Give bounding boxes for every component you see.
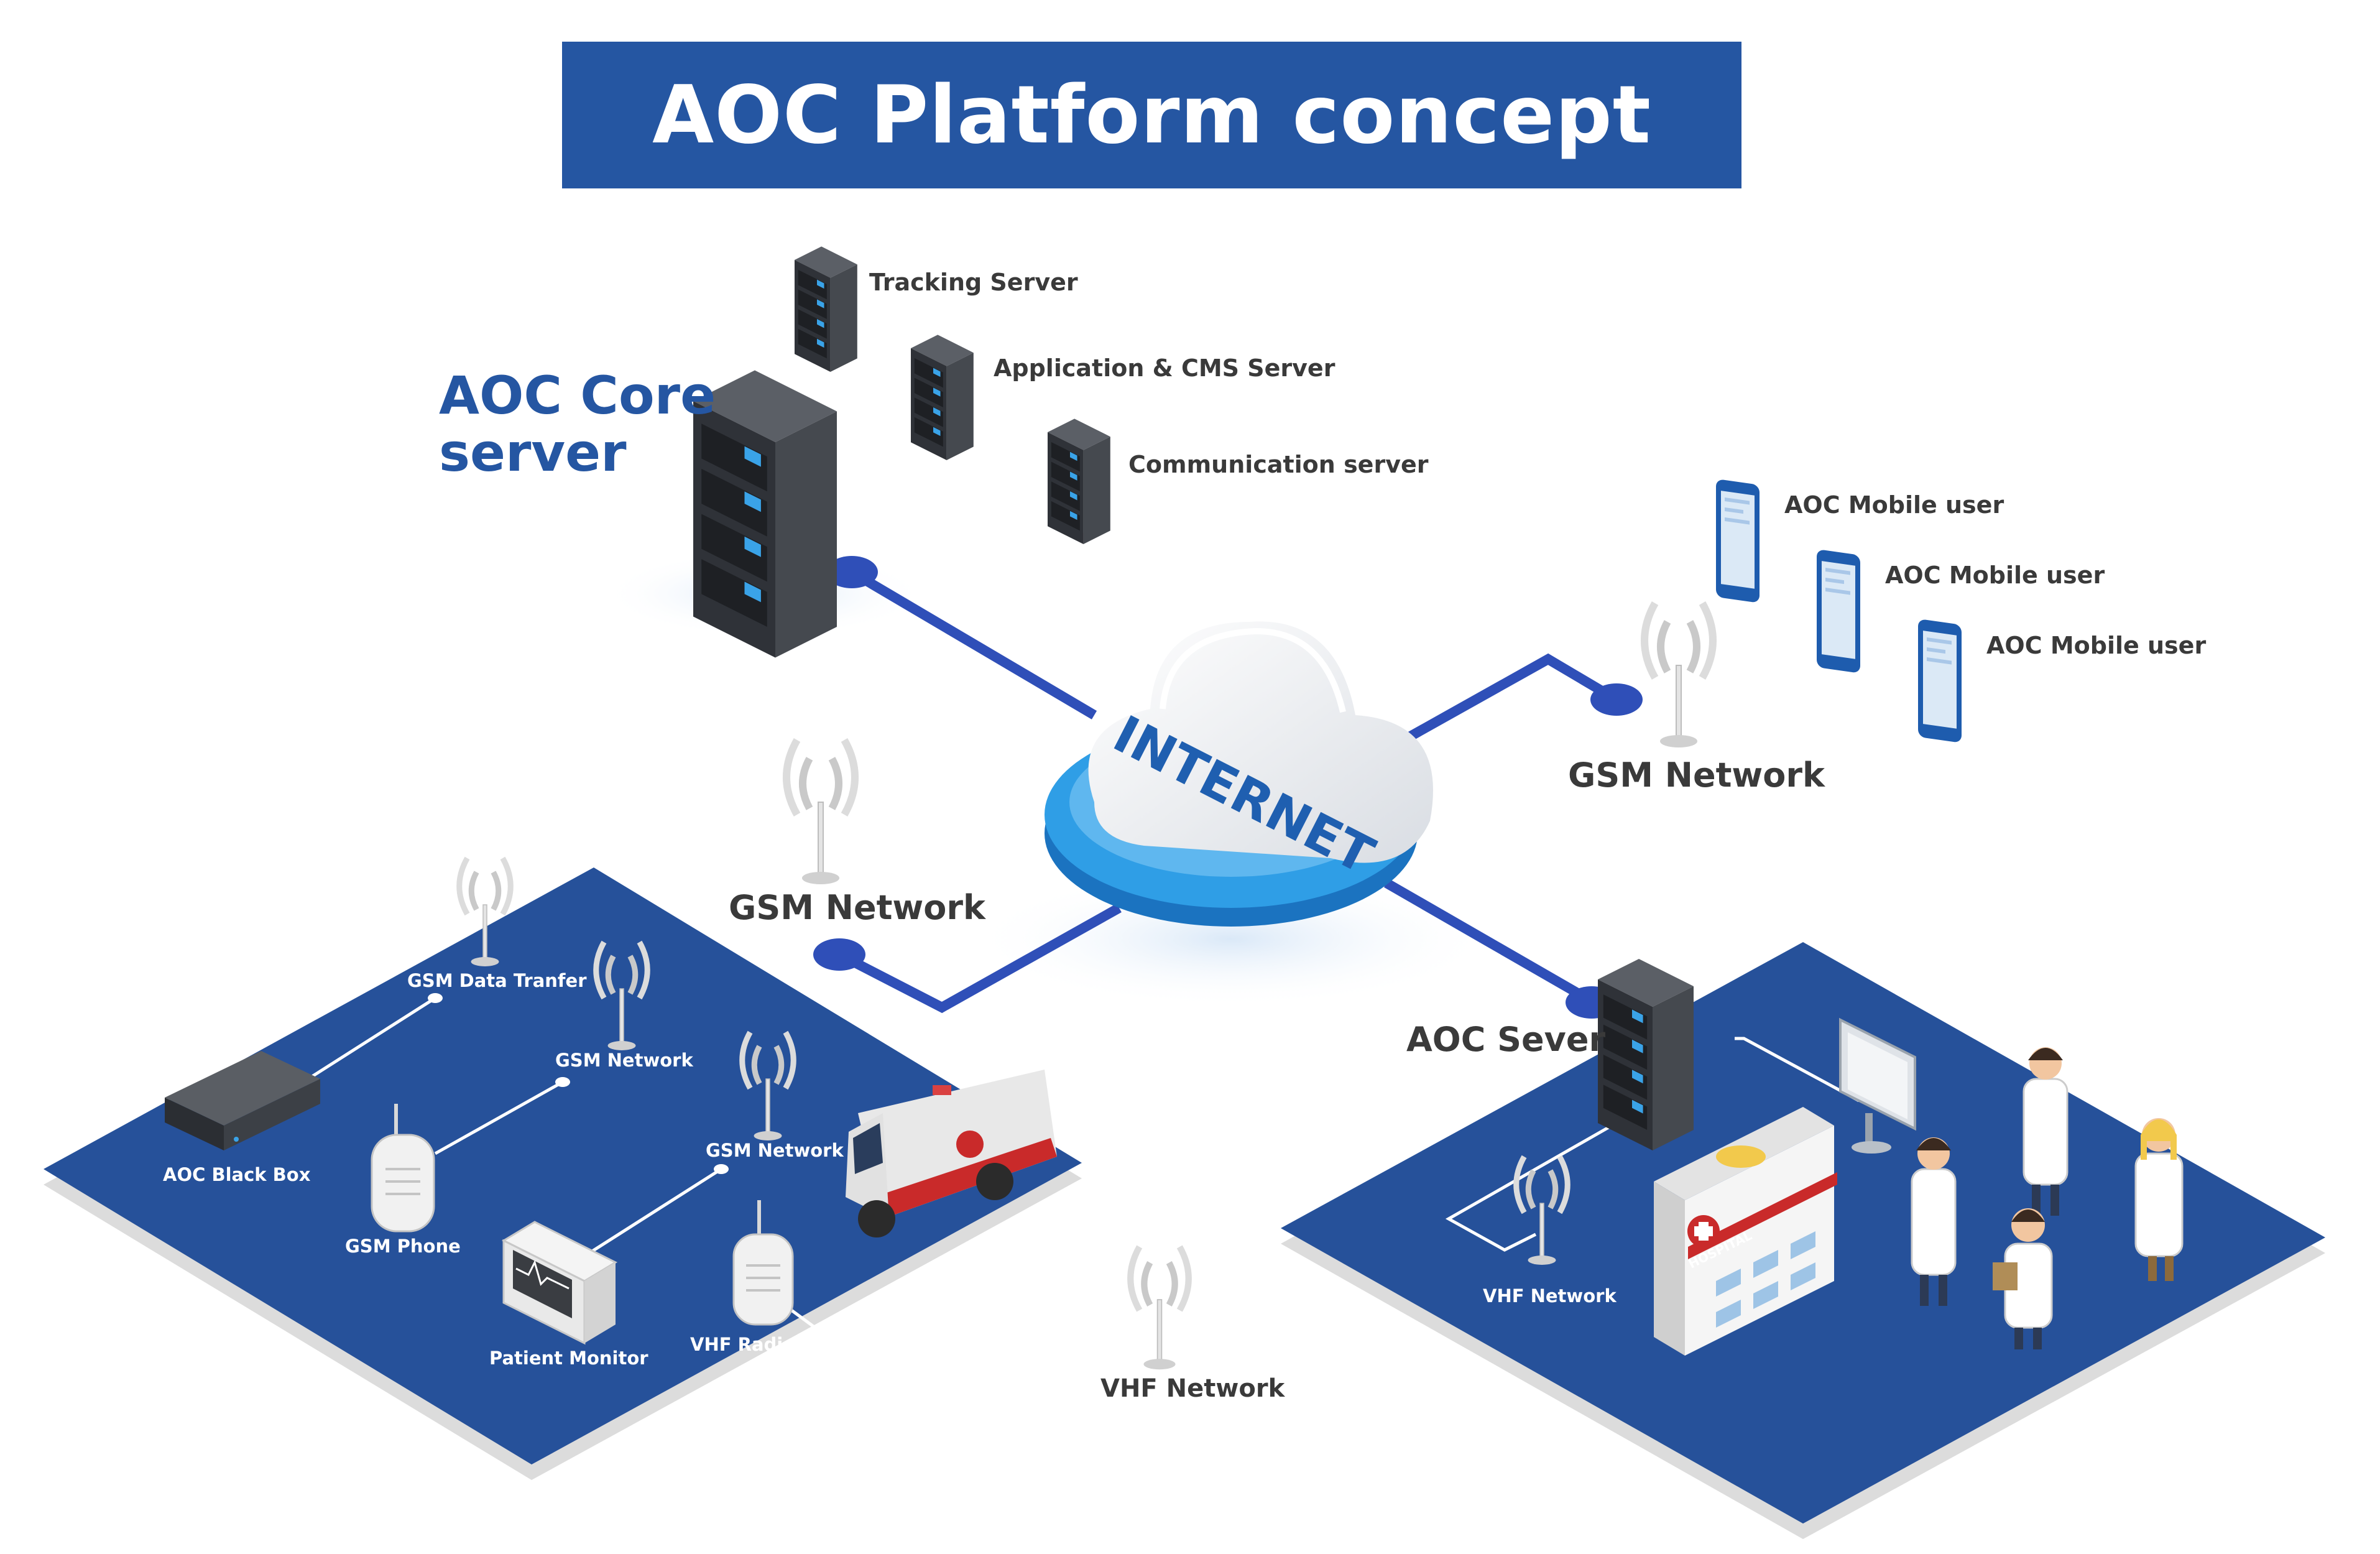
mobile-phone-icon-3: [1918, 619, 1962, 743]
connection-nodes: [813, 556, 1643, 1019]
doctor-figure-1: [2023, 1047, 2069, 1216]
doctor-figure-3: [2134, 1118, 2184, 1281]
doctor-figure-4: [1993, 1208, 2053, 1349]
vhf-radio-icon: [732, 1200, 794, 1326]
mobile-phone-icon-1: [1716, 479, 1760, 603]
vhf-antenna-icon-center: [1130, 1247, 1189, 1369]
doctor-figure-2: [1911, 1137, 1957, 1306]
left-platform: [44, 867, 1082, 1480]
vhf-network-label-right: VHF Network: [1483, 1285, 1617, 1307]
tracking-server-label: Tracking Server: [869, 269, 1078, 296]
application-cms-server-icon: [911, 335, 974, 460]
patient-monitor-icon: [501, 1221, 618, 1345]
core-server-label: AOC Core server: [439, 367, 716, 481]
black-box-icon: [165, 1051, 320, 1150]
connection-lines: [837, 568, 1620, 1014]
vhf-network-label-center: VHF Network: [1100, 1374, 1285, 1403]
communication-server-icon: [1048, 419, 1110, 544]
communication-server-label: Communication server: [1128, 451, 1429, 478]
gsm-network-label-center: GSM Network: [729, 888, 985, 927]
right-platform-links: [1445, 1037, 1860, 1252]
core-server-label-line1: AOC Core: [439, 365, 716, 426]
computer-monitor-icon: [1839, 1017, 1916, 1154]
gsm-phone-label: GSM Phone: [345, 1236, 461, 1257]
gsm-network-label-right: GSM Network: [1568, 756, 1825, 795]
gsm-phone-icon: [371, 1104, 435, 1233]
gsm-network-label-left-2: GSM Network: [706, 1140, 844, 1161]
internet-cloud-icon: [1045, 621, 1433, 927]
aoc-server-label: AOC Sever: [1406, 1020, 1606, 1059]
black-box-label: AOC Black Box: [163, 1164, 311, 1185]
mobile-user-label-1: AOC Mobile user: [1784, 491, 2004, 519]
patient-monitor-label: Patient Monitor: [489, 1348, 648, 1369]
gsm-antenna-icon-right: [1644, 603, 1713, 747]
hospital-building-icon: HOSPITAL: [1654, 1107, 1837, 1356]
page-title: AOC Platform concept: [652, 68, 1651, 162]
title-banner: AOC Platform concept: [562, 42, 1741, 188]
left-platform-link-dots: [428, 993, 729, 1174]
tracking-server-icon: [795, 246, 857, 372]
core-server-label-line2: server: [439, 422, 627, 483]
mobile-user-label-3: AOC Mobile user: [1986, 632, 2207, 659]
gsm-antenna-icon-center: [786, 740, 855, 884]
aoc-server-icon: [1598, 959, 1694, 1150]
ambulance-icon: [846, 1070, 1057, 1237]
gsm-data-transfer-label: GSM Data Tranfer: [407, 970, 587, 991]
mobile-user-label-2: AOC Mobile user: [1885, 562, 2105, 589]
vhf-radio-label: VHF Radio: [690, 1334, 796, 1355]
gsm-network-label-left-1: GSM Network: [555, 1050, 693, 1071]
cloud-glow: [970, 871, 1492, 1007]
application-cms-server-label: Application & CMS Server: [994, 354, 1335, 382]
mobile-phone-icon-2: [1817, 549, 1860, 673]
